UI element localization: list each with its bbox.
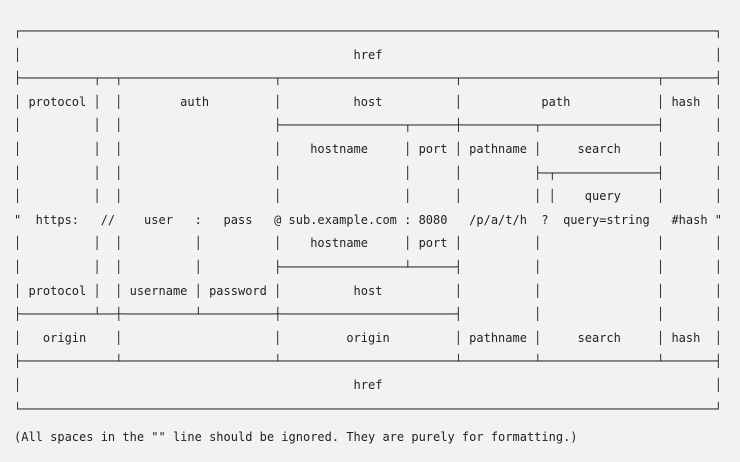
- diagram-line-origin-pathname-search-hash: │ origin │ │ origin │ pathname │ search …: [14, 330, 723, 345]
- diagram-line-divider-3: │ │ │ │ │ │ ├─┬──────────────┤ │: [14, 165, 723, 180]
- diagram-line-href-bottom: │ href │: [14, 377, 723, 392]
- diagram-line-bottom-border: └───────────────────────────────────────…: [14, 401, 723, 416]
- formatting-note: (All spaces in the "" line should be ign…: [14, 430, 578, 445]
- diagram-line-hostname-port-pathname-search: │ │ │ │ hostname │ port │ pathname │ sea…: [14, 141, 723, 156]
- diagram-line-top-border: ┌───────────────────────────────────────…: [14, 24, 723, 38]
- diagram-line-href-top: │ href │: [14, 47, 723, 62]
- diagram-line-protocol-auth-host-path-hash: │ protocol │ │ auth │ host │ path │ hash…: [14, 94, 723, 109]
- diagram-line-hostname-port-lower: │ │ │ │ │ hostname │ port │ │ │ │: [14, 236, 723, 251]
- url-structure-diagram: ┌───────────────────────────────────────…: [14, 24, 723, 416]
- diagram-line-divider-1: ├──────────┬──┬─────────────────────┬───…: [14, 71, 723, 86]
- diagram-line-url-example: " https: // user : pass @ sub.example.co…: [14, 212, 723, 227]
- diagram-line-divider-4: │ │ │ │ ├─────────────────┴──────┤ │ │ │: [14, 259, 723, 274]
- diagram-line-query: │ │ │ │ │ │ │ │ query │ │: [14, 189, 723, 204]
- diagram-line-protocol-username-password-host: │ protocol │ │ username │ password │ hos…: [14, 283, 723, 298]
- diagram-line-divider-2: │ │ │ ├─────────────────┬──────┼────────…: [14, 118, 723, 133]
- diagram-line-divider-6: ├─────────────┴─────────────────────┴───…: [14, 354, 723, 369]
- diagram-line-divider-5: ├──────────┴──┼──────────┴──────────┼───…: [14, 307, 723, 322]
